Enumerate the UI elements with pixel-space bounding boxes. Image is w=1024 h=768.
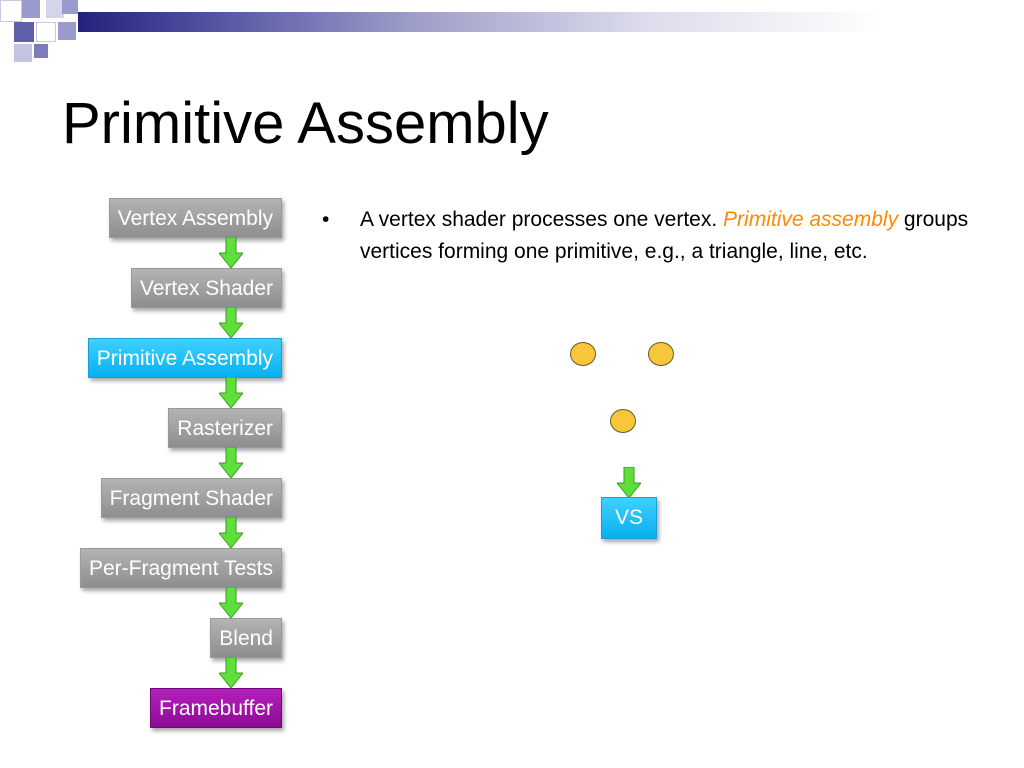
header-square [46, 0, 64, 18]
vertex-circle [648, 342, 674, 366]
vertex-circle [570, 342, 596, 366]
down-arrow-icon [617, 467, 641, 499]
bullet-text-before: A vertex shader processes one vertex. [360, 208, 724, 231]
stage-rasterizer: Rasterizer [168, 408, 282, 448]
down-arrow-icon [219, 237, 243, 269]
down-arrow-icon [219, 587, 243, 619]
down-arrow-icon [219, 307, 243, 339]
bullet-text: A vertex shader processes one vertex. Pr… [360, 204, 980, 268]
header-square [14, 44, 32, 62]
header-square [58, 22, 76, 40]
stage-framebuffer: Framebuffer [150, 688, 282, 728]
header-square [14, 22, 34, 42]
stage-fragment-shader: Fragment Shader [100, 478, 282, 518]
slide-title: Primitive Assembly [62, 91, 549, 156]
header-square [22, 0, 40, 18]
header-square [62, 0, 78, 14]
stage-vertex-shader: Vertex Shader [130, 268, 282, 308]
bullet-marker: • [322, 208, 330, 231]
header-square [34, 44, 48, 58]
down-arrow-icon [219, 447, 243, 479]
stage-vertex-assembly: Vertex Assembly [108, 198, 282, 238]
stage-blend: Blend [210, 618, 282, 658]
down-arrow-icon [219, 517, 243, 549]
header-square [36, 22, 56, 42]
vertex-circle [610, 409, 636, 433]
vertex-shader-box: VS [601, 497, 657, 539]
down-arrow-icon [219, 377, 243, 409]
header-square [0, 0, 22, 22]
stage-per-fragment-tests: Per-Fragment Tests [79, 548, 282, 588]
bullet-emphasis: Primitive assembly [723, 208, 899, 231]
header-gradient-bar [78, 12, 1024, 32]
down-arrow-icon [219, 657, 243, 689]
bullet-text-after: groups vertices forming one primitive, e… [360, 208, 969, 263]
stage-primitive-assembly: Primitive Assembly [87, 338, 282, 378]
